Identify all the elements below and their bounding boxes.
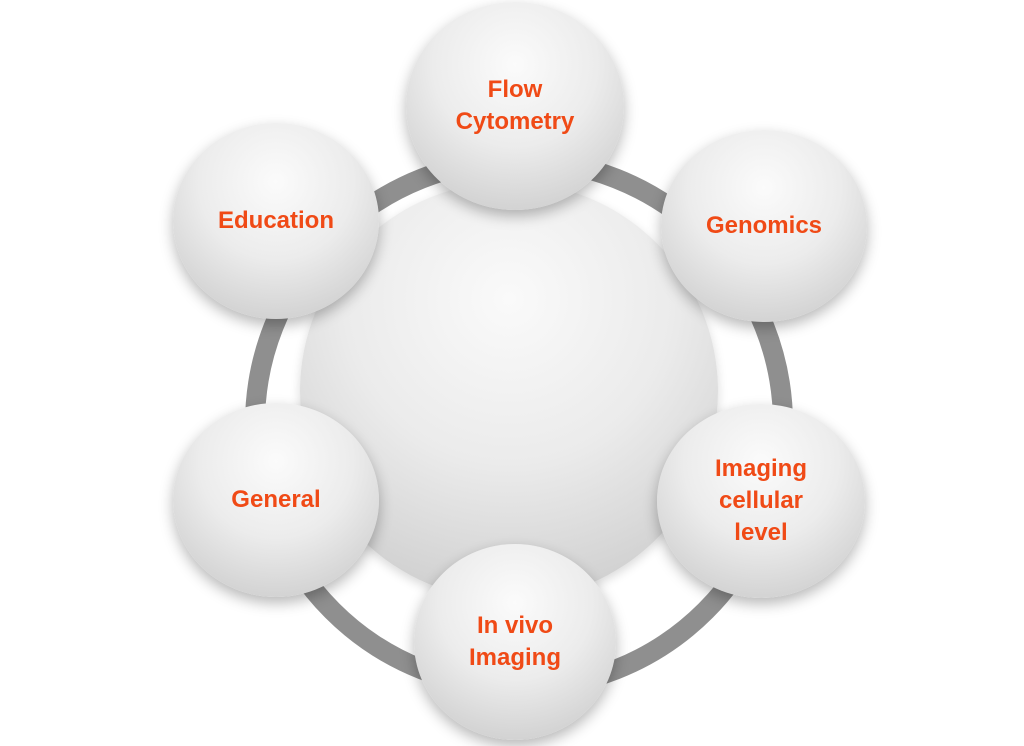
- node-general: General: [173, 403, 379, 597]
- node-genomics: Genomics: [661, 130, 867, 322]
- node-education: Education: [173, 123, 379, 319]
- node-imaging-cellular-level: Imaging cellular level: [657, 404, 865, 598]
- node-label-education: Education: [217, 207, 334, 234]
- node-label-imaging-cellular-level: Imaging cellular level: [714, 455, 807, 546]
- node-label-general: General: [231, 486, 321, 513]
- node-label-in-vivo-imaging: In vivo Imaging: [468, 612, 561, 671]
- node-in-vivo-imaging: In vivo Imaging: [414, 544, 616, 740]
- node-label-flow-cytometry: Flow Cytometry: [455, 76, 575, 135]
- node-flow-cytometry: Flow Cytometry: [406, 2, 624, 210]
- node-label-genomics: Genomics: [705, 212, 823, 239]
